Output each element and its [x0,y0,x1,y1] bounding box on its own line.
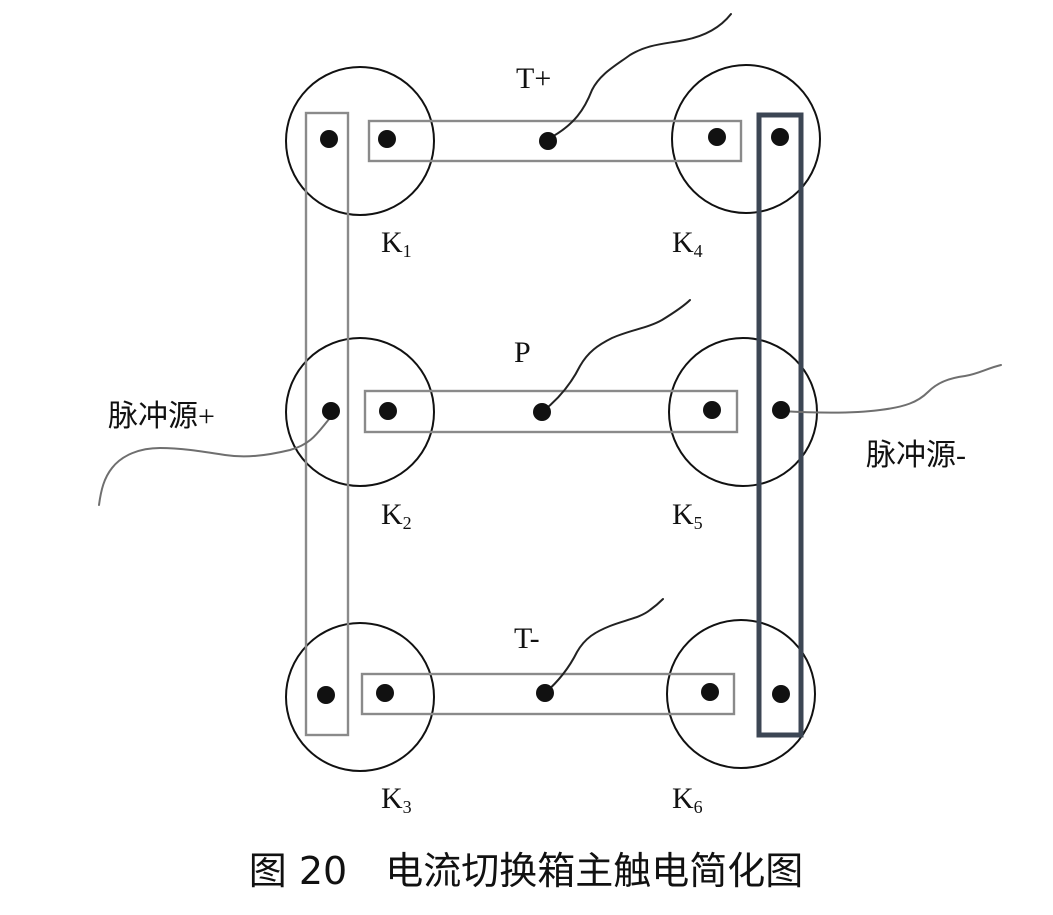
dot-k5-left [703,401,721,419]
contact-label-k4: K4 [672,226,703,261]
dot-k6-left [701,683,719,701]
contact-label-k5-sub: 5 [694,513,703,533]
dot-t-plus [539,132,557,150]
contact-circle-k1 [285,66,435,216]
contact-label-k2-sub: 2 [403,513,412,533]
contact-label-k1-sub: 1 [403,241,412,261]
contact-label-k3: K3 [381,782,412,817]
contact-label-k3-sub: 3 [403,797,412,817]
dot-k6-right [772,685,790,703]
bar-pulse-plus [304,111,350,737]
source-label-pulse-minus: 脉冲源- [866,439,966,472]
contact-circle-k3 [285,622,435,772]
bar-t-plus [367,119,743,163]
dot-k5-right [772,401,790,419]
dot-p [533,403,551,421]
dot-k2-right [379,402,397,420]
contact-label-k3-main: K [381,782,403,815]
contact-label-k5: K5 [672,498,703,533]
contact-label-k5-main: K [672,498,694,531]
dot-k2-left [322,402,340,420]
dot-k3-left [317,686,335,704]
wire-t-plus [547,13,732,140]
contact-circle-k2 [285,337,435,487]
bar-t-minus [360,672,736,716]
dot-k1-left [320,130,338,148]
terminal-label-p: P [514,336,531,369]
wire-pulse-plus [98,417,331,506]
wire-t-minus [544,598,664,694]
contact-circle-k6 [666,619,816,769]
wire-p [541,299,691,413]
contact-label-k2-main: K [381,498,403,531]
bar-p [363,389,739,434]
contact-label-k1-main: K [381,226,403,259]
dot-k4-left [708,128,726,146]
figure-caption: 图 20 电流切换箱主触电简化图 [249,849,803,893]
contact-label-k6: K6 [672,782,703,817]
terminal-label-t-plus: T+ [516,62,551,95]
dot-k3-right [376,684,394,702]
dot-k1-right [378,130,396,148]
dot-t-minus [536,684,554,702]
bar-pulse-minus [756,112,804,738]
source-label-pulse-plus: 脉冲源+ [108,400,215,433]
contact-label-k2: K2 [381,498,412,533]
contact-label-k6-sub: 6 [694,797,703,817]
contact-label-k4-main: K [672,226,694,259]
contact-label-k4-sub: 4 [694,241,703,261]
wire-pulse-minus [780,364,1002,414]
dot-k4-right [771,128,789,146]
terminal-label-t-minus: T- [514,622,540,655]
contact-label-k6-main: K [672,782,694,815]
contact-circle-k4 [671,64,821,214]
contact-label-k1: K1 [381,226,412,261]
